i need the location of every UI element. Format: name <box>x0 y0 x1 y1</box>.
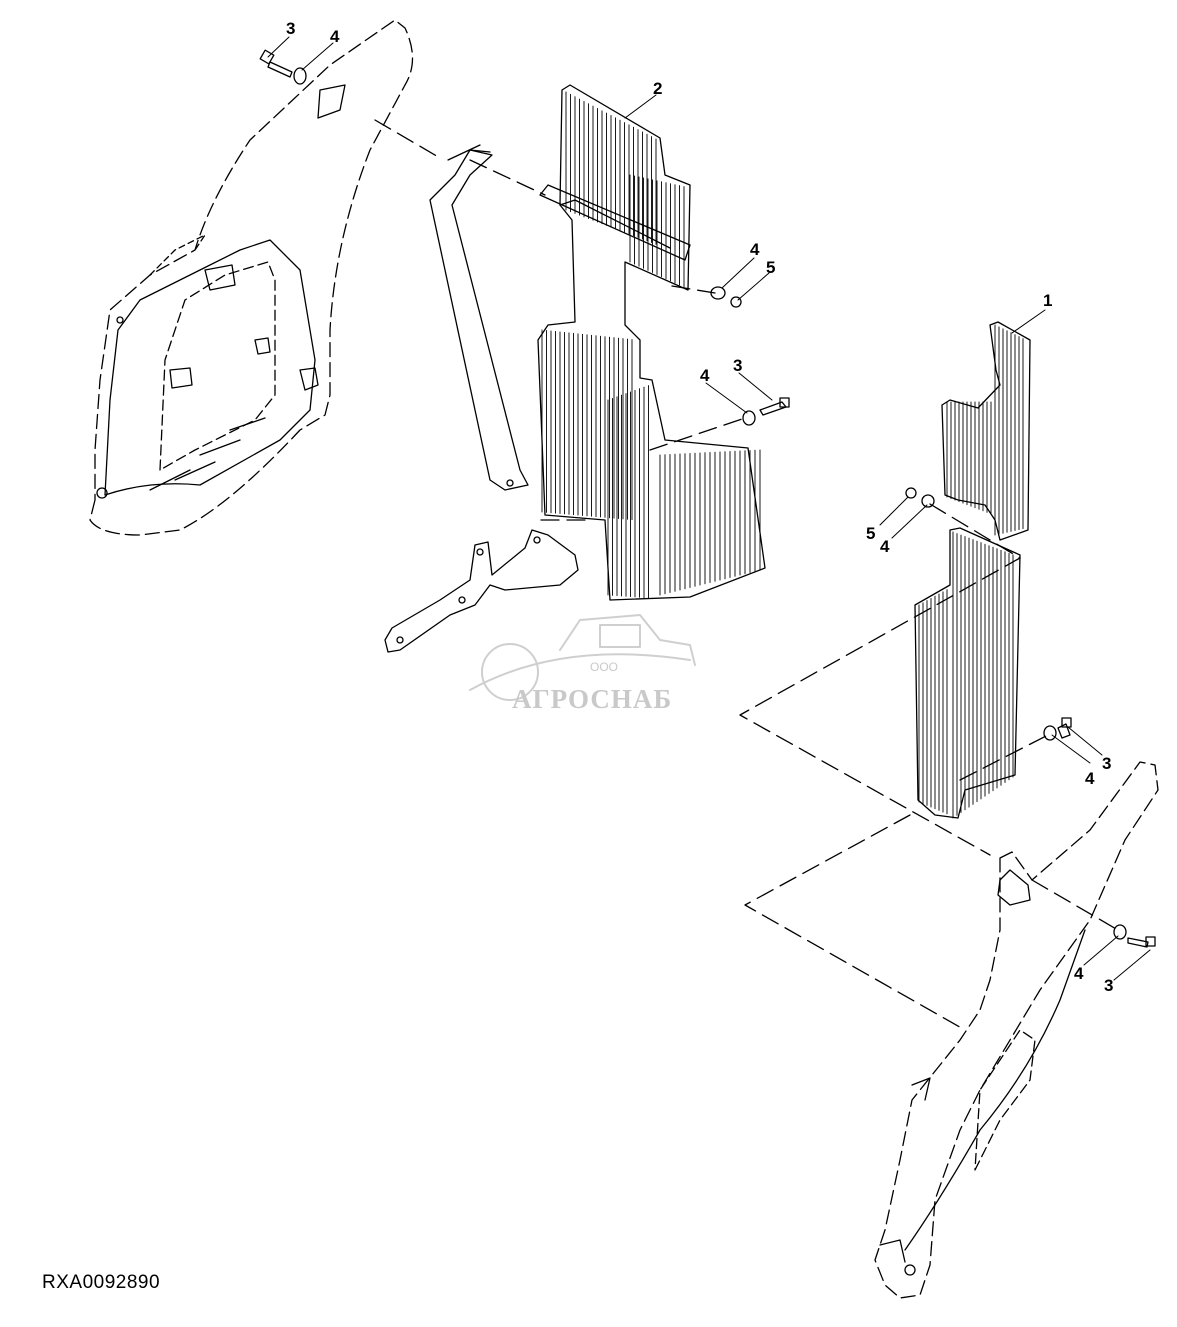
callout-washer-4-top-left: 4 <box>330 27 340 46</box>
washer-4-center-low <box>742 410 756 426</box>
washer-4-lower-right <box>1113 924 1127 940</box>
callout-nut-5-right: 5 <box>866 524 876 543</box>
washer-4-right-low <box>1043 725 1057 741</box>
watermark-logo <box>469 614 696 701</box>
bolt-3-center <box>759 397 790 416</box>
bolt-3-right <box>1057 717 1072 739</box>
washer-4-right <box>921 494 935 508</box>
callout-nut-5-center: 5 <box>766 258 776 277</box>
bolt-3-top-left <box>259 49 293 78</box>
hardware <box>259 49 1156 948</box>
washer-4-top-left <box>293 67 307 85</box>
mounting-bracket <box>384 529 579 653</box>
callout-screen-1: 1 <box>1043 291 1053 310</box>
callout-washer-4-right-low: 4 <box>1085 769 1095 788</box>
callout-screen-2: 2 <box>653 79 663 98</box>
leader-lines <box>267 36 1151 981</box>
watermark-prefix: ООО <box>590 660 619 674</box>
callout-washer-4-lower-right: 4 <box>1074 964 1084 983</box>
callout-washer-4-center: 4 <box>750 240 760 259</box>
assembly-lines <box>374 119 1119 1031</box>
callout-washer-4-right: 4 <box>880 537 890 556</box>
right-side-shield <box>874 761 1159 1299</box>
watermark-name: АГРОСНАБ <box>512 684 673 714</box>
nut-5-right <box>905 487 917 499</box>
callout-washer-4-center-low: 4 <box>700 366 710 385</box>
callout-bolt-3-right: 3 <box>1102 754 1112 773</box>
left-side-shield <box>89 19 414 536</box>
support-rod <box>429 144 529 491</box>
callout-bolt-3-top-left: 3 <box>286 19 296 38</box>
grille-1-bars <box>918 324 1024 819</box>
figure-id: RXA0092890 <box>42 1272 161 1293</box>
grille-2-bars <box>541 91 761 599</box>
callout-bolt-3-center: 3 <box>733 356 743 375</box>
bolt-3-lower-right <box>1127 936 1156 948</box>
callout-bolt-3-lower-right: 3 <box>1104 976 1114 995</box>
nut-5-center <box>730 296 742 308</box>
